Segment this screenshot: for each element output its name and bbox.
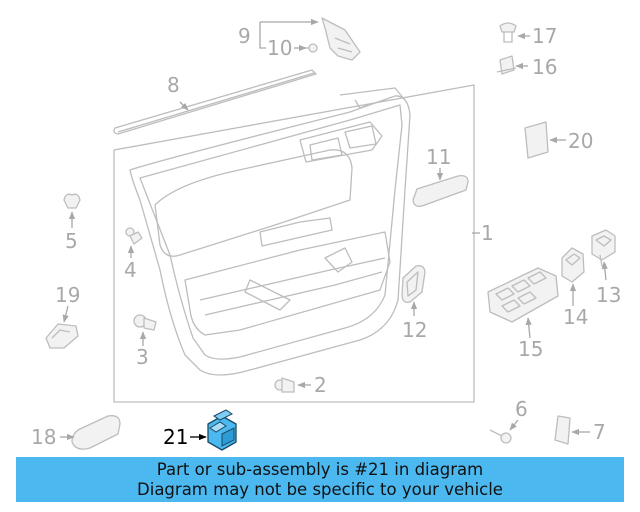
lock-switch-bezel-drawing	[401, 264, 426, 304]
clip-4-drawing	[125, 227, 143, 245]
window-switch-assembly-drawing	[487, 267, 559, 323]
bracket-7-drawing	[554, 415, 571, 445]
label-part-11: 11	[426, 145, 451, 169]
window-switch-highlighted[interactable]	[207, 409, 237, 451]
part-number-labels: 1 2 3 4 5 6 7 8 9 10 11 12 13 14 15 16 1…	[31, 24, 621, 449]
switch-14-drawing	[561, 247, 585, 283]
reflector-drawing	[71, 415, 121, 450]
switch-13-drawing	[591, 229, 616, 267]
label-part-4: 4	[124, 258, 137, 282]
label-part-19: 19	[55, 283, 80, 307]
label-part-17: 17	[532, 24, 557, 48]
pull-handle-cover-drawing	[412, 174, 469, 208]
label-part-14: 14	[563, 305, 588, 329]
label-part-21[interactable]: 21	[163, 425, 188, 449]
label-part-3: 3	[136, 345, 149, 369]
label-part-7: 7	[593, 420, 606, 444]
clip-16-drawing	[496, 55, 517, 75]
label-part-13: 13	[596, 283, 621, 307]
mirror-cover-drawing	[304, 17, 361, 61]
info-banner: Part or sub-assembly is #21 in diagram D…	[16, 457, 624, 502]
label-part-5: 5	[65, 229, 78, 253]
label-part-16: 16	[532, 55, 557, 79]
plug-17-drawing	[499, 22, 517, 43]
clip-3-drawing	[133, 314, 157, 331]
leader-lines	[60, 18, 608, 441]
courtesy-lamp-drawing	[45, 323, 79, 349]
banner-line-2: Diagram may not be specific to your vehi…	[137, 480, 503, 499]
label-part-18: 18	[31, 425, 56, 449]
belt-weatherstrip-drawing	[113, 69, 317, 135]
label-part-2: 2	[314, 373, 327, 397]
label-part-8: 8	[167, 73, 180, 97]
label-part-6: 6	[515, 397, 528, 421]
label-part-9: 9	[238, 24, 251, 48]
clip-5-drawing	[63, 193, 81, 209]
screw-drawing	[489, 429, 512, 444]
label-part-15: 15	[518, 337, 543, 361]
label-part-12: 12	[402, 318, 427, 342]
label-part-20: 20	[568, 129, 593, 153]
label-part-10: 10	[267, 36, 292, 60]
banner-line-1: Part or sub-assembly is #21 in diagram	[156, 460, 484, 479]
label-part-1: 1	[481, 221, 494, 245]
clip-2-drawing	[274, 377, 295, 393]
door-trim-panel-drawing	[113, 84, 475, 403]
bracket-20-drawing	[524, 121, 549, 159]
